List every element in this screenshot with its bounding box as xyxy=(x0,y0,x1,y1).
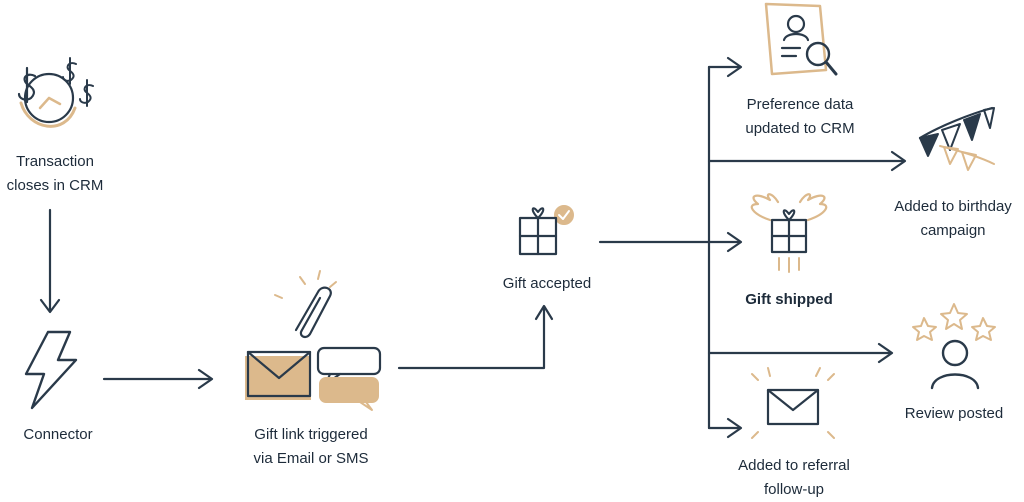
gift-accepted-label: Gift accepted xyxy=(482,272,612,296)
arrow-to-review xyxy=(707,342,894,364)
arrow-connector-to-gift-link xyxy=(102,368,214,390)
referral-label: Added to referral follow-up xyxy=(716,454,872,502)
gift-accepted-label-line-1: Gift accepted xyxy=(502,275,592,292)
preference-label: Preference data updated to CRM xyxy=(728,93,872,141)
gift-shipped-label: Gift shipped xyxy=(728,288,850,312)
arrow-to-preference xyxy=(707,56,743,78)
winged-gift-icon xyxy=(750,193,828,273)
arrow-to-referral xyxy=(707,417,743,439)
gift-link-label: Gift link triggered via Email or SMS xyxy=(226,423,396,471)
gift-check-icon xyxy=(518,205,574,256)
transaction-label-line-1: Transaction xyxy=(16,153,94,170)
arrow-gift-link-to-gift-accepted xyxy=(397,304,554,370)
bunting-flags-icon xyxy=(918,106,995,171)
referral-label-line-1: Added to referral xyxy=(738,457,850,474)
preference-label-line-2: updated to CRM xyxy=(745,120,855,137)
review-label-line-1: Review posted xyxy=(904,405,1004,422)
arrow-to-birthday xyxy=(707,150,907,172)
envelope-icon xyxy=(751,367,835,439)
review-label: Review posted xyxy=(888,402,1020,426)
connector-label: Connector xyxy=(0,423,116,447)
gift-link-label-line-1: Gift link triggered xyxy=(254,426,368,443)
birthday-label-line-1: Added to birthday xyxy=(894,198,1012,215)
arrow-to-gift-shipped xyxy=(707,231,743,253)
referral-label-line-2: follow-up xyxy=(763,481,825,498)
connector-gift-accepted-to-trunk xyxy=(598,65,711,430)
preference-label-line-1: Preference data xyxy=(746,96,854,113)
transaction-label: Transaction closes in CRM xyxy=(0,150,110,198)
person-stars-icon xyxy=(912,303,996,390)
connector-label-line-1: Connector xyxy=(23,426,93,443)
envelope-chat-paperclip-icon xyxy=(245,270,382,411)
money-clock-icon xyxy=(17,57,94,128)
lightning-bolt-icon xyxy=(24,330,78,410)
arrow-transaction-to-connector xyxy=(39,208,61,314)
transaction-label-line-2: closes in CRM xyxy=(6,177,104,194)
document-search-icon xyxy=(764,2,838,76)
gift-link-label-line-2: via Email or SMS xyxy=(253,450,369,467)
birthday-label: Added to birthday campaign xyxy=(878,195,1024,243)
birthday-label-line-2: campaign xyxy=(920,222,986,239)
gift-shipped-label-line-1: Gift shipped xyxy=(745,291,833,308)
